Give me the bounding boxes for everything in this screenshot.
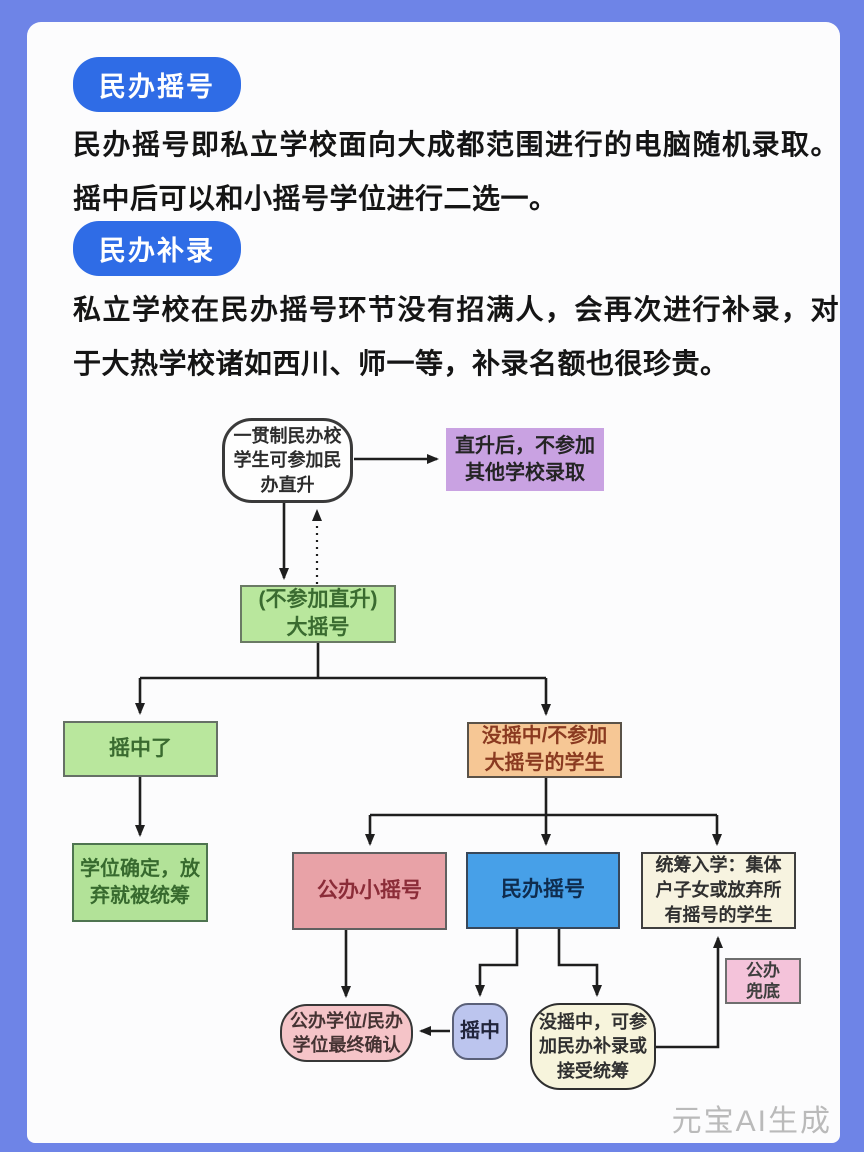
section-badge-private-lottery: 民办摇号 <box>73 57 241 112</box>
node-missed-private-lottery: 没摇中，可参 加民办补录或 接受统筹 <box>530 1003 656 1090</box>
node-won-private-lottery: 摇中 <box>452 1003 508 1060</box>
node-missed-big-lottery: 没摇中/不参加 大摇号的学生 <box>467 722 622 778</box>
node-promotion-result: 直升后，不参加 其他学校录取 <box>446 428 604 491</box>
ai-watermark: 元宝AI生成 <box>671 1105 832 1138</box>
node-final-confirmation: 公办学位/民办 学位最终确认 <box>280 1004 413 1062</box>
node-overall-planning: 统筹入学：集体 户子女或放弃所 有摇号的学生 <box>641 852 796 929</box>
node-public-small-lottery: 公办小摇号 <box>292 852 447 930</box>
node-private-lottery: 民办摇号 <box>466 852 620 929</box>
node-public-fallback: 公办 兜底 <box>725 958 801 1004</box>
node-direct-promotion: 一贯制民办校 学生可参加民 办直升 <box>222 418 353 503</box>
node-big-lottery: (不参加直升) 大摇号 <box>240 585 396 643</box>
section-paragraph-private-supplement: 私立学校在民办摇号环节没有招满人，会再次进行补录，对于大热学校诸如西川、师一等，… <box>73 294 839 379</box>
node-seat-confirmed: 学位确定，放 弃就被统筹 <box>72 843 208 922</box>
section-paragraph-private-lottery: 民办摇号即私立学校面向大成都范围进行的电脑随机录取。摇中后可以和小摇号学位进行二… <box>73 129 839 214</box>
node-won-big-lottery: 摇中了 <box>63 721 218 777</box>
section-badge-private-supplement: 民办补录 <box>73 221 241 276</box>
